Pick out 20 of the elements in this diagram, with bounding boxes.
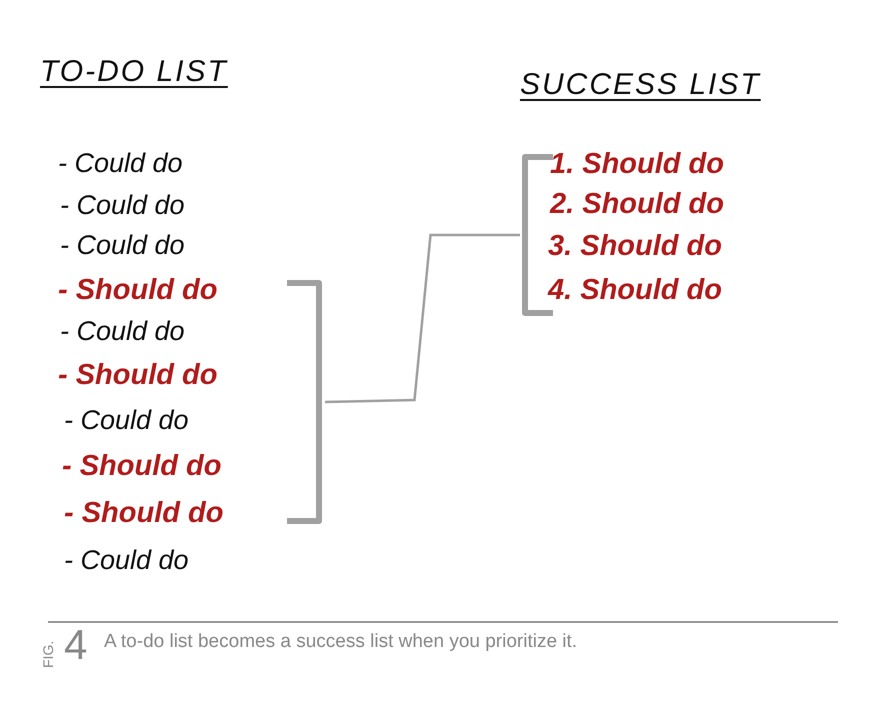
list-item: - Could do xyxy=(60,316,185,346)
list-item: - Could do xyxy=(58,148,183,178)
list-item: - Should do xyxy=(62,450,222,482)
list-item: - Should do xyxy=(64,497,224,529)
list-item: - Should do xyxy=(58,274,218,306)
list-heading: SUCCESS LIST xyxy=(520,68,761,102)
figure-number: 4 xyxy=(64,622,88,668)
list-item: - Should do xyxy=(58,359,218,391)
list-item: - Could do xyxy=(64,405,189,435)
list-item: 4. Should do xyxy=(548,274,722,306)
list-item: 3. Should do xyxy=(548,230,722,262)
list-item: - Could do xyxy=(60,190,185,220)
list-item: - Could do xyxy=(60,230,185,260)
list-item: 1. Should do xyxy=(550,148,724,180)
figure-caption: A to-do list becomes a success list when you prioritize it. xyxy=(104,631,578,653)
list-item: 2. Should do xyxy=(550,188,724,220)
figure-label: FIG. xyxy=(40,640,56,668)
connector-line xyxy=(324,234,520,404)
list-heading: TO-DO LIST xyxy=(40,55,228,89)
list-item: - Could do xyxy=(64,545,189,575)
